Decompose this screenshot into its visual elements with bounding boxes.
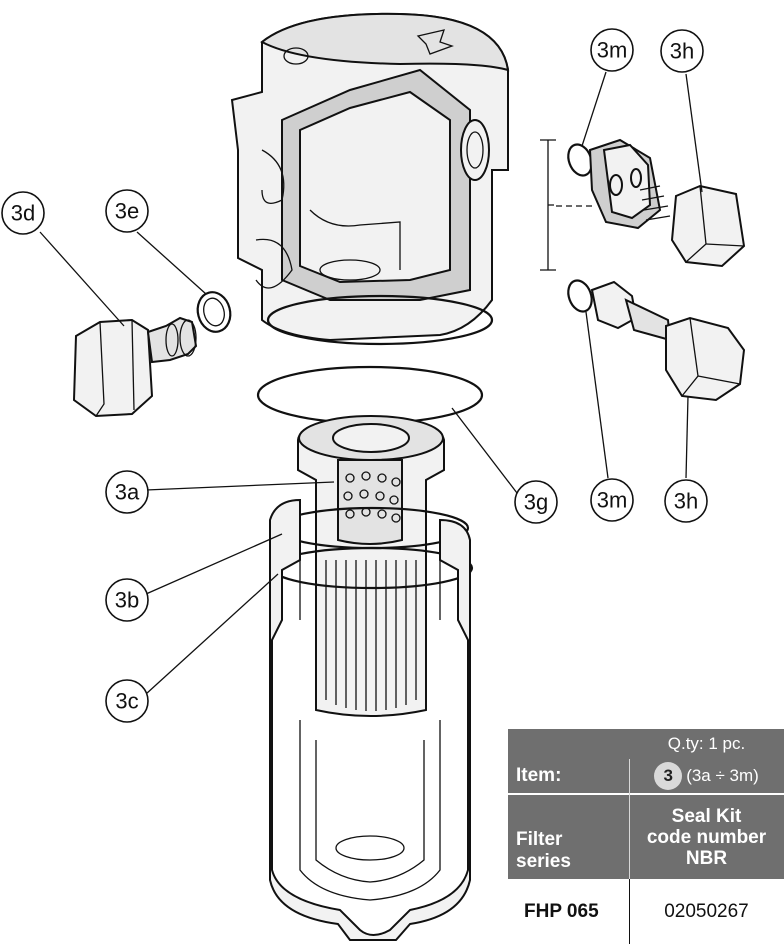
right-valve-lower [567, 279, 746, 402]
table-divider-top [629, 759, 630, 879]
callout-3b: 3b [105, 578, 149, 622]
leader-lines [39, 71, 703, 695]
callout-3e: 3e [105, 189, 149, 233]
filter-head [230, 12, 510, 346]
right-valve-upper [567, 138, 746, 268]
head-seal-ring [256, 365, 484, 425]
svg-text:3c: 3c [115, 689, 138, 714]
callout-3h-bottom: 3h [664, 479, 708, 523]
seal-kit-code-value: 02050267 [664, 900, 749, 922]
callout-3c: 3c [105, 679, 149, 723]
filter-series-value: FHP 065 [524, 900, 599, 922]
filter-element [297, 415, 445, 717]
callout-3a: 3a [105, 470, 149, 514]
item-label: Item: [516, 765, 562, 786]
column-header-row: Filter series Seal Kit code number NBR [508, 795, 784, 879]
item-value: 3 (3a ÷ 3m) [629, 759, 784, 793]
svg-text:3m: 3m [597, 488, 628, 513]
callout-3m-bottom: 3m [590, 478, 634, 522]
filter-series-header: Filter series [508, 795, 629, 879]
svg-text:3d: 3d [11, 201, 35, 226]
valve-bracket [540, 139, 556, 271]
svg-text:3b: 3b [115, 588, 139, 613]
seal-kit-header-line2: code number [646, 826, 767, 848]
item-range: (3a ÷ 3m) [686, 766, 759, 785]
seal-kit-header-line1: Seal Kit [671, 805, 742, 827]
item-row: Item: 3 (3a ÷ 3m) [508, 759, 784, 793]
qty-row: Q.ty: 1 pc. [508, 729, 784, 759]
callout-3d: 3d [1, 191, 45, 235]
svg-text:3m: 3m [597, 38, 628, 63]
callout-3m-top: 3m [590, 28, 634, 72]
svg-text:3e: 3e [115, 199, 139, 224]
left-plug-ring [196, 291, 232, 333]
seal-kit-header: Seal Kit code number NBR [629, 795, 784, 879]
svg-text:3g: 3g [524, 490, 548, 515]
quantity-text: Q.ty: 1 pc. [667, 734, 746, 753]
data-row: FHP 065 02050267 [508, 879, 784, 944]
svg-text:3a: 3a [115, 480, 140, 505]
callout-3g: 3g [514, 480, 558, 524]
filter-bowl [269, 498, 471, 941]
item-number-badge: 3 [654, 762, 683, 790]
left-plug [72, 316, 198, 418]
filter-series-header-line2: series [516, 851, 571, 872]
seal-kit-header-line3: NBR [685, 847, 728, 869]
callout-3h-top: 3h [660, 29, 704, 73]
svg-text:3h: 3h [670, 39, 694, 64]
filter-series-header-line1: Filter [516, 829, 563, 850]
table-divider-bottom [629, 879, 630, 944]
seal-kit-table: Q.ty: 1 pc. Item: 3 (3a ÷ 3m) Filter ser… [508, 729, 784, 944]
svg-text:3h: 3h [674, 489, 698, 514]
